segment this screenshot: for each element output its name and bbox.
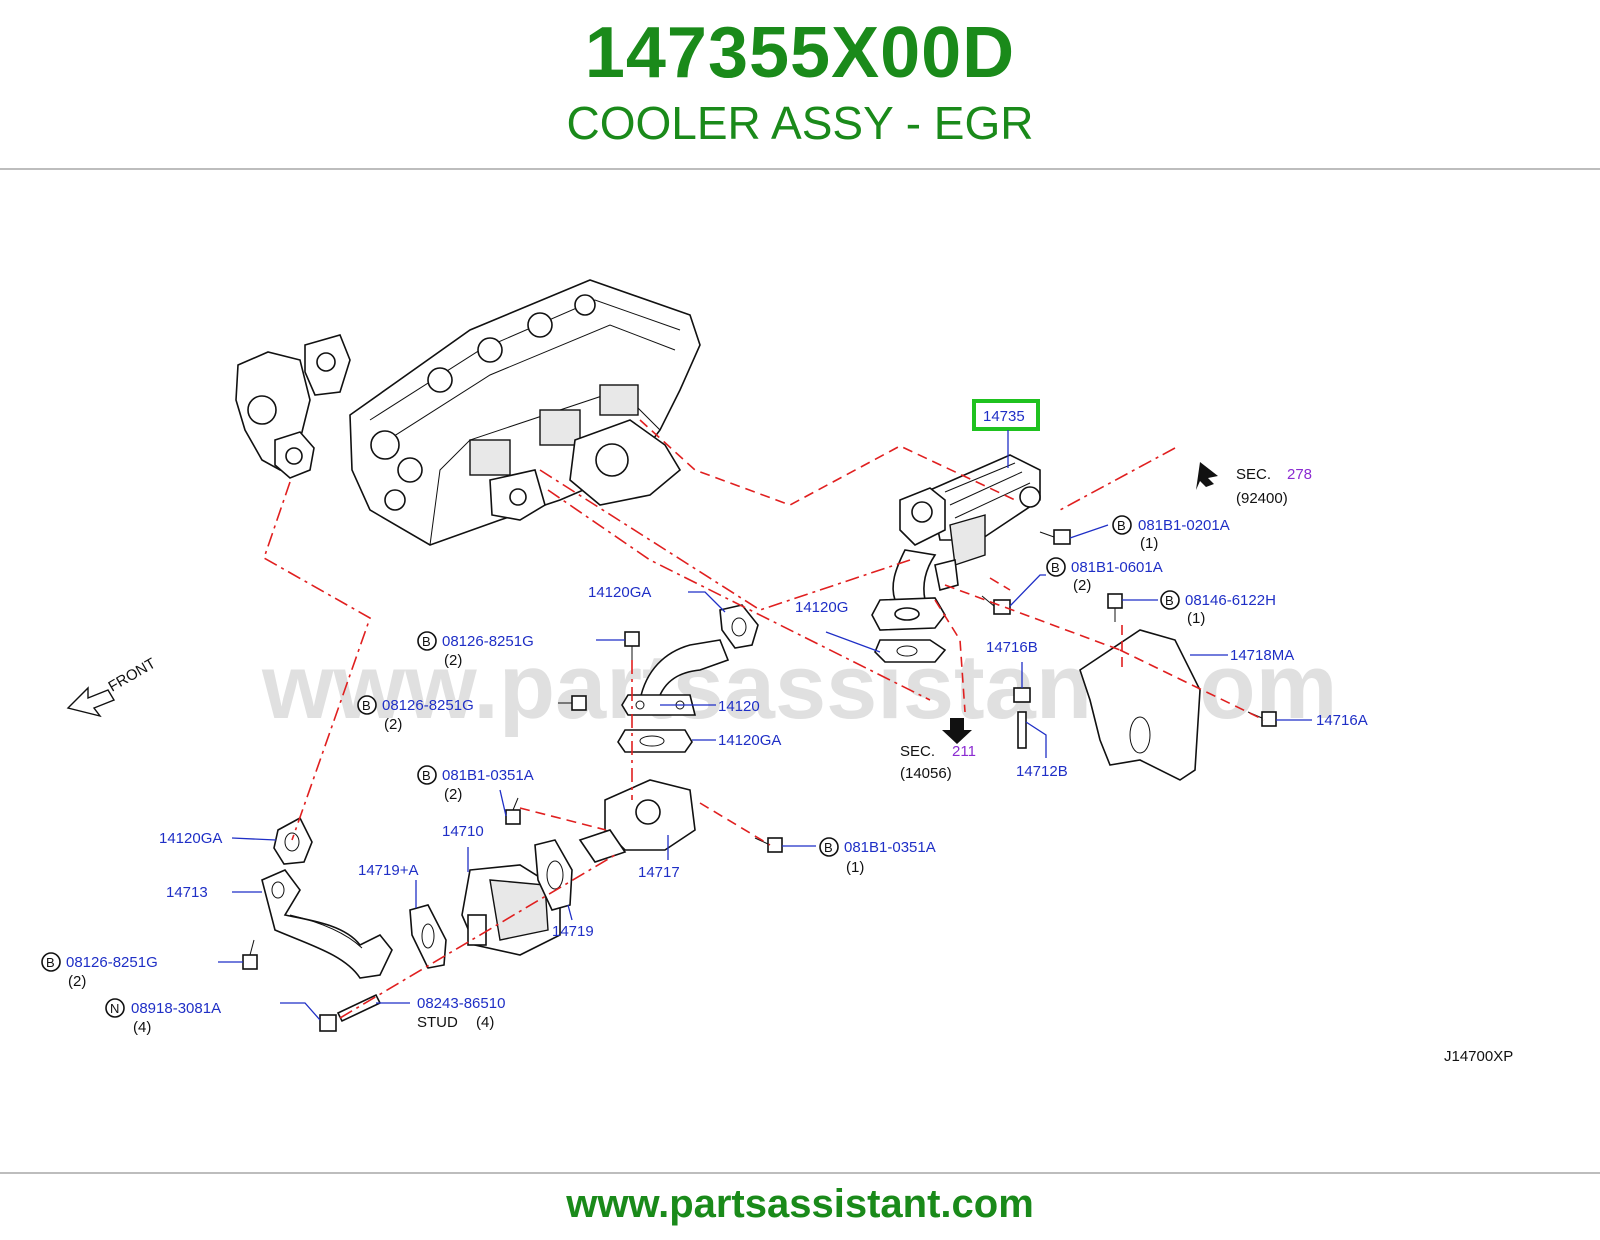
part-name-subtitle: COOLER ASSY - EGR bbox=[566, 97, 1034, 149]
label-14716A[interactable]: 14716A bbox=[1316, 712, 1368, 729]
label-14735[interactable]: 14735 bbox=[983, 408, 1025, 425]
sec211-sub: (14056) bbox=[900, 765, 952, 782]
svg-text:B: B bbox=[1117, 518, 1126, 533]
heat-shield-drawing bbox=[1079, 629, 1201, 781]
svg-text:N: N bbox=[110, 1001, 119, 1016]
svg-text:B: B bbox=[1051, 560, 1060, 575]
label-08918-3081A[interactable]: 08918-3081A bbox=[131, 1000, 221, 1017]
gasket-drawing bbox=[617, 729, 693, 753]
gasket-drawing bbox=[534, 839, 573, 911]
svg-text:(2): (2) bbox=[444, 652, 462, 669]
svg-text:B: B bbox=[46, 955, 55, 970]
b-circle-icon bbox=[357, 695, 377, 715]
b-circle-icon bbox=[1046, 557, 1066, 577]
b-circle-icon bbox=[417, 631, 437, 651]
footer-divider bbox=[0, 1172, 1600, 1174]
svg-text:B: B bbox=[362, 698, 371, 713]
label-14712B[interactable]: 14712B bbox=[1016, 763, 1068, 780]
sec278-sub: (92400) bbox=[1236, 490, 1288, 507]
b-circle-icon bbox=[1112, 515, 1132, 535]
svg-text:B: B bbox=[1165, 593, 1174, 608]
stud-icon bbox=[1017, 711, 1027, 749]
header-divider bbox=[0, 168, 1600, 170]
svg-text:(4): (4) bbox=[476, 1014, 494, 1031]
svg-text:(1): (1) bbox=[1187, 610, 1205, 627]
svg-text:(2): (2) bbox=[1073, 577, 1091, 594]
highlight-box-14735 bbox=[972, 399, 1040, 431]
label-14120GA-left[interactable]: 14120GA bbox=[159, 830, 222, 847]
gasket-drawing bbox=[273, 816, 313, 865]
label-14120G[interactable]: 14120G bbox=[795, 599, 848, 616]
label-14120GA-mid[interactable]: 14120GA bbox=[718, 732, 781, 749]
svg-text:B: B bbox=[422, 768, 431, 783]
bolt-icon bbox=[754, 837, 783, 853]
stud-label: STUD bbox=[417, 1014, 458, 1031]
label-08126-8251G-b[interactable]: 08126-8251G bbox=[382, 697, 474, 714]
label-14120GA-top[interactable]: 14120GA bbox=[588, 584, 651, 601]
label-14716B[interactable]: 14716B bbox=[986, 639, 1038, 656]
b-circle-icon bbox=[41, 952, 61, 972]
svg-text:(2): (2) bbox=[444, 786, 462, 803]
gasket-drawing bbox=[719, 604, 759, 649]
bolt-icon bbox=[242, 939, 258, 970]
nut-icon bbox=[319, 1014, 337, 1032]
cylinder-head-drawing bbox=[235, 279, 701, 546]
gasket-drawing bbox=[409, 904, 447, 969]
label-14719[interactable]: 14719 bbox=[552, 923, 594, 940]
egr-valve-drawing bbox=[461, 864, 561, 956]
bolt-icon bbox=[1107, 593, 1123, 622]
sec278-prefix: SEC. bbox=[1236, 466, 1271, 483]
nut-icon bbox=[1013, 687, 1031, 703]
label-08243-86510[interactable]: 08243-86510 bbox=[417, 995, 505, 1012]
bolt-icon bbox=[505, 797, 521, 825]
b-circle-icon bbox=[417, 765, 437, 785]
n-circle-icon bbox=[105, 998, 125, 1018]
label-14717[interactable]: 14717 bbox=[638, 864, 680, 881]
bolt-icon bbox=[624, 631, 640, 660]
sec278-arrow-icon bbox=[1196, 462, 1218, 490]
b-circle-icon bbox=[1160, 590, 1180, 610]
connection-lines bbox=[263, 419, 1265, 1019]
part-number-title: 147355X00D bbox=[584, 13, 1016, 93]
label-14710[interactable]: 14710 bbox=[442, 823, 484, 840]
label-08126-8251G-c[interactable]: 08126-8251G bbox=[66, 954, 158, 971]
label-14713[interactable]: 14713 bbox=[166, 884, 208, 901]
label-08126-8251G-a[interactable]: 08126-8251G bbox=[442, 633, 534, 650]
label-081B1-0351A-a[interactable]: 081B1-0351A bbox=[442, 767, 534, 784]
label-081B1-0201A[interactable]: 081B1-0201A bbox=[1138, 517, 1230, 534]
footer-url[interactable]: www.partsassistant.com bbox=[566, 1182, 1034, 1226]
header: 147355X00D COOLER ASSY - EGR bbox=[0, 0, 1600, 168]
label-081B1-0351A-b[interactable]: 081B1-0351A bbox=[844, 839, 936, 856]
sec211-arrow-icon bbox=[942, 718, 972, 744]
svg-text:(1): (1) bbox=[1140, 535, 1158, 552]
label-14719A[interactable]: 14719+A bbox=[358, 862, 418, 879]
svg-text:(1): (1) bbox=[846, 859, 864, 876]
sec211-prefix: SEC. bbox=[900, 743, 935, 760]
diagram-code: J14700XP bbox=[1444, 1048, 1513, 1065]
sec278-number[interactable]: 278 bbox=[1287, 466, 1312, 483]
sec211-number[interactable]: 211 bbox=[952, 743, 976, 760]
bolt-icon bbox=[1247, 711, 1277, 727]
svg-text:(4): (4) bbox=[133, 1019, 151, 1036]
egr-housing-drawing bbox=[578, 779, 696, 863]
egr-tube-drawing bbox=[621, 639, 730, 716]
svg-text:B: B bbox=[422, 634, 431, 649]
front-label: FRONT bbox=[106, 655, 159, 696]
egr-cooler-drawing bbox=[871, 454, 1041, 631]
label-081B1-0601A[interactable]: 081B1-0601A bbox=[1071, 559, 1163, 576]
svg-text:(2): (2) bbox=[68, 973, 86, 990]
bolt-icon bbox=[1039, 529, 1071, 545]
b-circle-icon bbox=[819, 837, 839, 857]
front-arrow-icon bbox=[66, 686, 116, 718]
label-08146-6122H[interactable]: 08146-6122H bbox=[1185, 592, 1276, 609]
parts-diagram: www.partsassistant.com bbox=[41, 279, 1513, 1065]
gasket-drawing bbox=[874, 639, 947, 663]
bolt-icon bbox=[558, 695, 587, 711]
label-14120[interactable]: 14120 bbox=[718, 698, 760, 715]
egr-pipe-drawing bbox=[261, 869, 393, 979]
svg-text:B: B bbox=[824, 840, 833, 855]
bolt-icon bbox=[981, 595, 1011, 615]
label-14718MA[interactable]: 14718MA bbox=[1230, 647, 1294, 664]
svg-text:(2): (2) bbox=[384, 716, 402, 733]
